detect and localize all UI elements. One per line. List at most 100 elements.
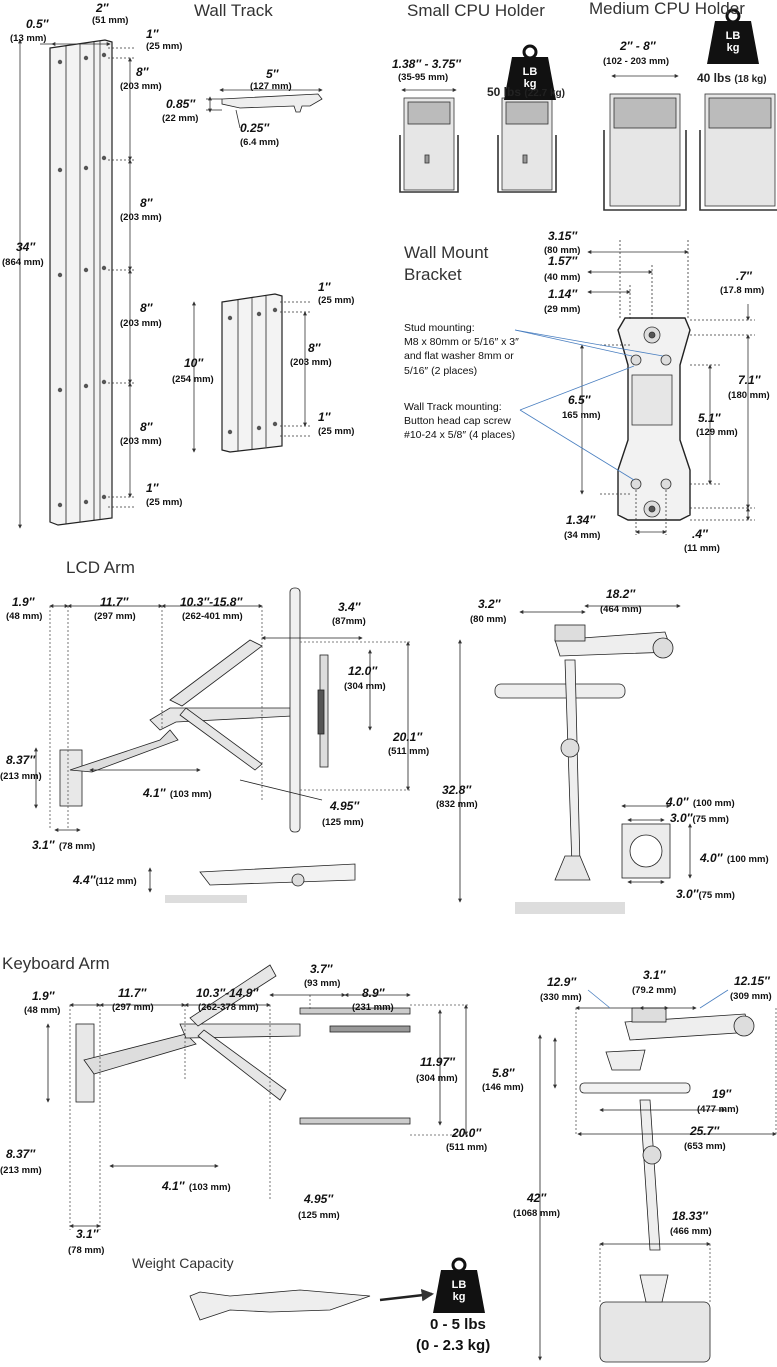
kb-top-129-mm: (330 mm): [540, 992, 582, 1003]
lcd-dim-41: 4.1″ (103 mm): [143, 786, 212, 800]
wt-dim-8b: 8″: [140, 196, 153, 210]
short-track-drawing: [192, 293, 312, 453]
keyboard-arm-drawing: [46, 964, 470, 1321]
small-cpu-drawing: [399, 88, 557, 193]
wt-dim-8c-mm: (203 mm): [120, 318, 162, 329]
lcd-top-182: 18.2″: [606, 587, 636, 601]
wt-dim-5: 5″: [266, 67, 279, 81]
kb-top-1215: 12.15″: [734, 974, 770, 988]
kb-top-31: 3.1″: [643, 968, 666, 982]
lcd-top-182-mm: (464 mm): [600, 604, 642, 615]
st-dim-10: 10″: [184, 356, 204, 370]
track-mounting-note: Wall Track mounting: Button head cap scr…: [404, 401, 516, 442]
lcd-dim-201: 20.1″: [393, 730, 423, 744]
br-dim-315: 3.15″: [548, 229, 578, 243]
keyboard-capacity-kg: (0 - 2.3 kg): [416, 1337, 491, 1354]
lcd-top-328: 32.8″: [442, 783, 472, 797]
br-dim-65: 6.5″: [568, 393, 591, 407]
weight-icons: [433, 8, 759, 1313]
lcd-dim-19: 1.9″: [12, 595, 35, 609]
vesa-40b: 4.0″ (100 mm): [700, 851, 769, 865]
br-dim-65-mm: 165 mm): [562, 410, 601, 421]
lcd-top-328-mm: (832 mm): [436, 799, 478, 810]
lcd-dim-495-mm: (125 mm): [322, 817, 364, 828]
lcd-dim-12: 12.0″: [348, 664, 378, 678]
kb-dim-20-mm: (511 mm): [446, 1142, 488, 1153]
wt-dim-8b-mm: (203 mm): [120, 212, 162, 223]
lcd-dim-837: 8.37″: [6, 753, 36, 767]
kb-dim-495: 4.95″: [304, 1192, 334, 1206]
medium-cpu-drawing: [603, 74, 777, 211]
small-cpu-capacity: 50 lbs (22.7 kg): [487, 85, 565, 99]
st-dim-1a: 1″: [318, 280, 331, 294]
br-dim-71: 7.1″: [738, 373, 761, 387]
wt-dim-8d-mm: (203 mm): [120, 436, 162, 447]
st-dim-1b-mm: (25 mm): [318, 426, 355, 437]
keyboard-arm-title: Keyboard Arm: [2, 954, 110, 973]
kb-top-1215-mm: (309 mm): [730, 991, 772, 1002]
kb-dim-837-mm: (213 mm): [0, 1165, 42, 1176]
st-dim-8-mm: (203 mm): [290, 357, 332, 368]
br-dim-51-mm: (129 mm): [696, 427, 738, 438]
kb-top-42: 42″: [527, 1191, 547, 1205]
st-dim-8: 8″: [308, 341, 321, 355]
kb-dim-89: 8.9″: [362, 986, 385, 1000]
wt-dim-085-mm: (22 mm): [162, 113, 199, 124]
small-cpu-title: Small CPU Holder: [407, 1, 545, 20]
keyboard-capacity: 0 - 5 lbs: [430, 1316, 486, 1333]
kb-top-19-mm: (477 mm): [697, 1104, 739, 1115]
kb-dim-1197: 11.97″: [420, 1055, 455, 1069]
wt-dim-085: 0.85″: [166, 97, 196, 111]
wt-dim-05: 0.5″: [26, 17, 49, 31]
wt-dim-1a: 1″: [146, 27, 159, 41]
lcd-dim-837-mm: (213 mm): [0, 771, 42, 782]
medium-cpu-title: Medium CPU Holder: [589, 0, 745, 18]
kb-dim-31: 3.1″: [76, 1227, 99, 1241]
bracket-title-line1: Wall Mount: [404, 243, 489, 262]
kb-top-129: 12.9″: [547, 975, 577, 989]
lcd-arm-title: LCD Arm: [66, 558, 135, 577]
br-dim-07-mm: (17.8 mm): [720, 285, 765, 296]
br-dim-134: 1.34″: [566, 513, 596, 527]
br-dim-114: 1.14″: [548, 287, 578, 301]
kb-dim-117: 11.7″: [118, 986, 147, 1000]
bracket-drawing: [514, 240, 755, 535]
lcd-dim-117: 11.7″: [100, 595, 129, 609]
wt-dim-2-mm: (51 mm): [92, 15, 129, 26]
br-dim-04-mm: (11 mm): [684, 543, 720, 554]
stud-mounting-note: Stud mounting: M8 x 80mm or 5/16″ x 3″ a…: [404, 322, 519, 377]
wt-dim-8a: 8″: [136, 65, 149, 79]
kb-dim-19: 1.9″: [32, 989, 55, 1003]
lcd-top-32-mm: (80 mm): [470, 614, 507, 625]
wt-dim-8c: 8″: [140, 301, 153, 315]
kb-dim-20: 20.0″: [452, 1126, 482, 1140]
kb-top-1833-mm: (466 mm): [670, 1226, 712, 1237]
wt-dim-05-mm: (13 mm): [10, 33, 47, 44]
lcd-dim-31: 3.1″ (78 mm): [32, 838, 96, 852]
wt-dim-8a-mm: (203 mm): [120, 81, 162, 92]
kb-dim-103: 10.3″-14.9″: [196, 986, 259, 1000]
small-cpu-width-mm: (35-95 mm): [398, 72, 449, 83]
weight-capacity-title: Weight Capacity: [132, 1255, 234, 1271]
kb-dim-37: 3.7″: [310, 962, 333, 976]
lcd-dim-34: 3.4″: [338, 600, 361, 614]
kb-top-257-mm: (653 mm): [684, 1141, 726, 1152]
bracket-title-line2: Bracket: [404, 265, 462, 284]
lcd-arm-drawing: [34, 587, 412, 903]
wt-dim-1a-mm: (25 mm): [146, 41, 183, 52]
wt-dim-34-mm: (864 mm): [2, 257, 44, 268]
kb-top-42-mm: (1068 mm): [513, 1208, 560, 1219]
kb-dim-117-mm: (297 mm): [112, 1002, 154, 1013]
kb-dim-103-mm: (262-378 mm): [198, 1002, 259, 1013]
lcd-dim-12-mm: (304 mm): [344, 681, 386, 692]
kb-dim-37-mm: (93 mm): [304, 978, 341, 989]
kb-dim-1197-mm: (304 mm): [416, 1073, 458, 1084]
small-cpu-width: 1.38″ - 3.75″: [392, 57, 461, 71]
track-profile-drawing: [206, 88, 323, 129]
kb-top-31-mm: (79.2 mm): [632, 985, 677, 996]
wt-dim-1b-mm: (25 mm): [146, 497, 183, 508]
br-dim-315-mm: (80 mm): [544, 245, 581, 256]
